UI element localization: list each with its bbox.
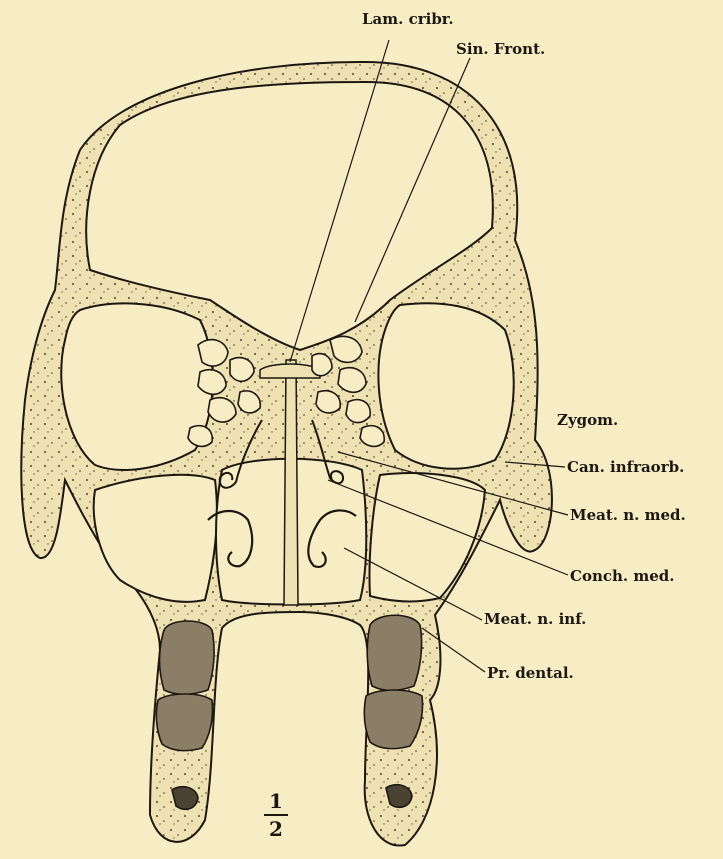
label-sin-front: Sin. Front.	[456, 40, 545, 58]
label-zygom: Zygom.	[557, 411, 618, 429]
label-conch-med: Conch. med.	[570, 567, 674, 585]
label-can-infraorb: Can. infraorb.	[567, 458, 684, 476]
label-meat-n-inf: Meat. n. inf.	[484, 610, 586, 628]
scale-numerator: 1	[269, 789, 283, 813]
cribriform-plate	[260, 364, 320, 378]
scale-fraction: 1 2	[264, 789, 288, 841]
scale-denominator: 2	[269, 817, 283, 841]
left-orbit	[61, 303, 212, 470]
right-maxillary-sinus	[369, 473, 485, 601]
left-maxillary-sinus	[94, 475, 217, 602]
right-orbit	[378, 303, 513, 468]
label-lam-cribr: Lam. cribr.	[362, 10, 454, 28]
label-pr-dental: Pr. dental.	[487, 664, 574, 682]
nasal-septum	[284, 360, 298, 605]
label-meat-n-med: Meat. n. med.	[570, 506, 686, 524]
